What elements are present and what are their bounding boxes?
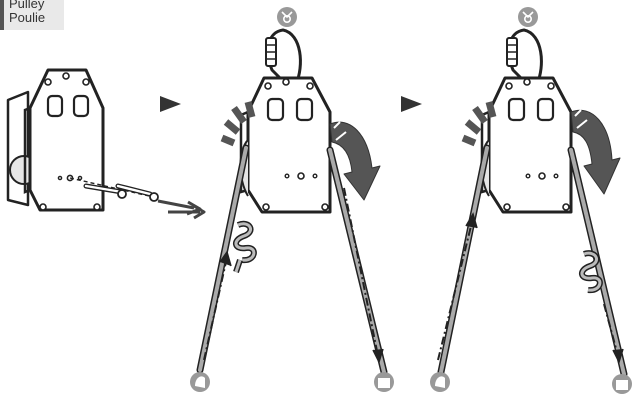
step-arrow-icon <box>160 96 181 112</box>
rotation-arrow-icon <box>570 109 621 195</box>
step-arrow-icon <box>401 96 422 112</box>
rotation-arrow-icon <box>329 121 381 201</box>
hand-grip-icon <box>430 372 450 392</box>
anchor-symbol-icon <box>518 7 538 27</box>
carabiner-icon <box>265 28 302 86</box>
label-accent-bar <box>0 0 4 30</box>
pulley-assembly-right-knot <box>430 7 632 394</box>
hand-grip-icon <box>612 374 632 394</box>
label-line-2: Poulie <box>9 10 46 25</box>
product-label: Pulley Poulie <box>0 0 64 30</box>
carabiner-icon <box>506 28 543 86</box>
label-line-1: Pulley <box>9 0 45 11</box>
anchor-symbol-icon <box>277 7 297 27</box>
rope-knot <box>233 220 257 273</box>
pulley-side-view-icon <box>6 68 206 220</box>
hand-grip-icon <box>190 372 210 392</box>
pulley-assembly-left-knot <box>190 7 394 392</box>
rope-knot <box>579 250 603 294</box>
hand-grip-icon <box>374 372 394 392</box>
